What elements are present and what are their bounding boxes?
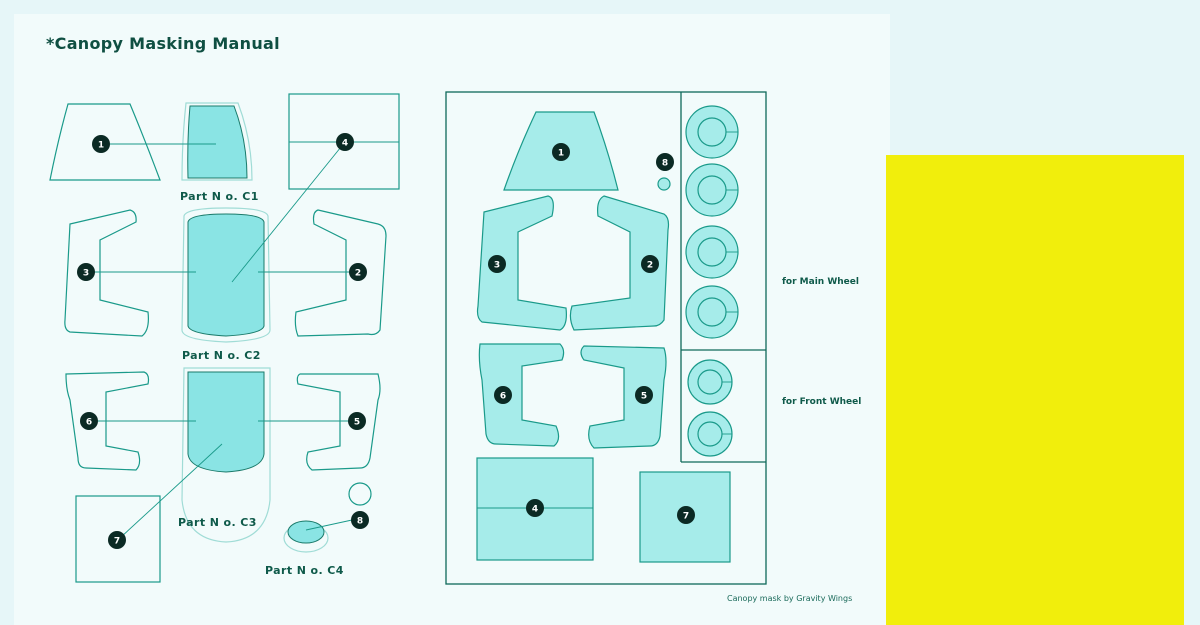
marker-right-5: 5 bbox=[635, 386, 653, 404]
svg-text:4: 4 bbox=[532, 505, 538, 515]
main-wheel-label: for Main Wheel bbox=[782, 277, 859, 287]
marker-right-8: 8 bbox=[656, 153, 674, 171]
credit-text: Canopy mask by Gravity Wings bbox=[727, 594, 853, 603]
part-5-outline bbox=[296, 373, 381, 471]
mask-2 bbox=[569, 195, 670, 331]
front-wheel-label: for Front Wheel bbox=[782, 397, 862, 407]
svg-text:3: 3 bbox=[494, 261, 500, 271]
part-1-outline bbox=[49, 103, 161, 181]
part-c1-outline bbox=[181, 102, 253, 181]
marker-right-4: 4 bbox=[526, 499, 544, 517]
svg-text:6: 6 bbox=[500, 392, 506, 402]
part-c3-label: Part N o. C3 bbox=[178, 516, 257, 529]
part-c3-outline bbox=[181, 367, 271, 543]
svg-text:1: 1 bbox=[558, 149, 564, 159]
part-c4-mask bbox=[287, 520, 325, 544]
marker-right-7: 7 bbox=[677, 506, 695, 524]
yellow-backing-card bbox=[886, 155, 1184, 625]
part-c2-outline bbox=[181, 207, 271, 343]
part-7-outline bbox=[75, 495, 161, 583]
front-wheel-masks bbox=[687, 359, 733, 457]
marker-right-6: 6 bbox=[494, 386, 512, 404]
svg-text:2: 2 bbox=[355, 269, 361, 279]
part-c3-mask bbox=[187, 371, 265, 473]
marker-left-4: 4 bbox=[336, 133, 354, 151]
part-2-outline bbox=[294, 209, 387, 337]
svg-text:8: 8 bbox=[357, 517, 363, 527]
marker-left-6: 6 bbox=[80, 412, 98, 430]
mask-5 bbox=[580, 345, 667, 449]
part-c2-mask bbox=[187, 213, 265, 337]
part-c4-label: Part N o. C4 bbox=[265, 564, 344, 577]
svg-text:1: 1 bbox=[98, 141, 104, 151]
svg-text:2: 2 bbox=[647, 261, 653, 271]
manual-title: *Canopy Masking Manual bbox=[46, 34, 280, 53]
mask-6 bbox=[478, 343, 565, 447]
part-6-outline bbox=[65, 371, 150, 471]
marker-right-3: 3 bbox=[488, 255, 506, 273]
marker-left-3: 3 bbox=[77, 263, 95, 281]
svg-text:7: 7 bbox=[683, 512, 689, 522]
marker-left-7: 7 bbox=[108, 531, 126, 549]
part-c1-mask bbox=[187, 105, 248, 179]
mask-3 bbox=[476, 195, 567, 331]
marker-left-5: 5 bbox=[348, 412, 366, 430]
svg-text:4: 4 bbox=[342, 139, 348, 149]
part-4-outline bbox=[288, 93, 400, 190]
marker-left-8: 8 bbox=[351, 511, 369, 529]
part-c2-label: Part N o. C2 bbox=[182, 349, 261, 362]
main-wheel-masks bbox=[685, 105, 739, 339]
part-c1-label: Part N o. C1 bbox=[180, 190, 259, 203]
svg-text:8: 8 bbox=[662, 159, 668, 169]
svg-text:7: 7 bbox=[114, 537, 120, 547]
mask-sheet-frame bbox=[445, 91, 767, 585]
svg-text:5: 5 bbox=[641, 392, 647, 402]
marker-left-2: 2 bbox=[349, 263, 367, 281]
svg-text:6: 6 bbox=[86, 418, 92, 428]
part-3-outline bbox=[64, 209, 149, 337]
part-8-outline bbox=[348, 482, 372, 506]
svg-text:5: 5 bbox=[354, 418, 360, 428]
marker-left-1: 1 bbox=[92, 135, 110, 153]
mask-8 bbox=[657, 177, 671, 191]
marker-right-1: 1 bbox=[552, 143, 570, 161]
marker-right-2: 2 bbox=[641, 255, 659, 273]
svg-text:3: 3 bbox=[83, 269, 89, 279]
